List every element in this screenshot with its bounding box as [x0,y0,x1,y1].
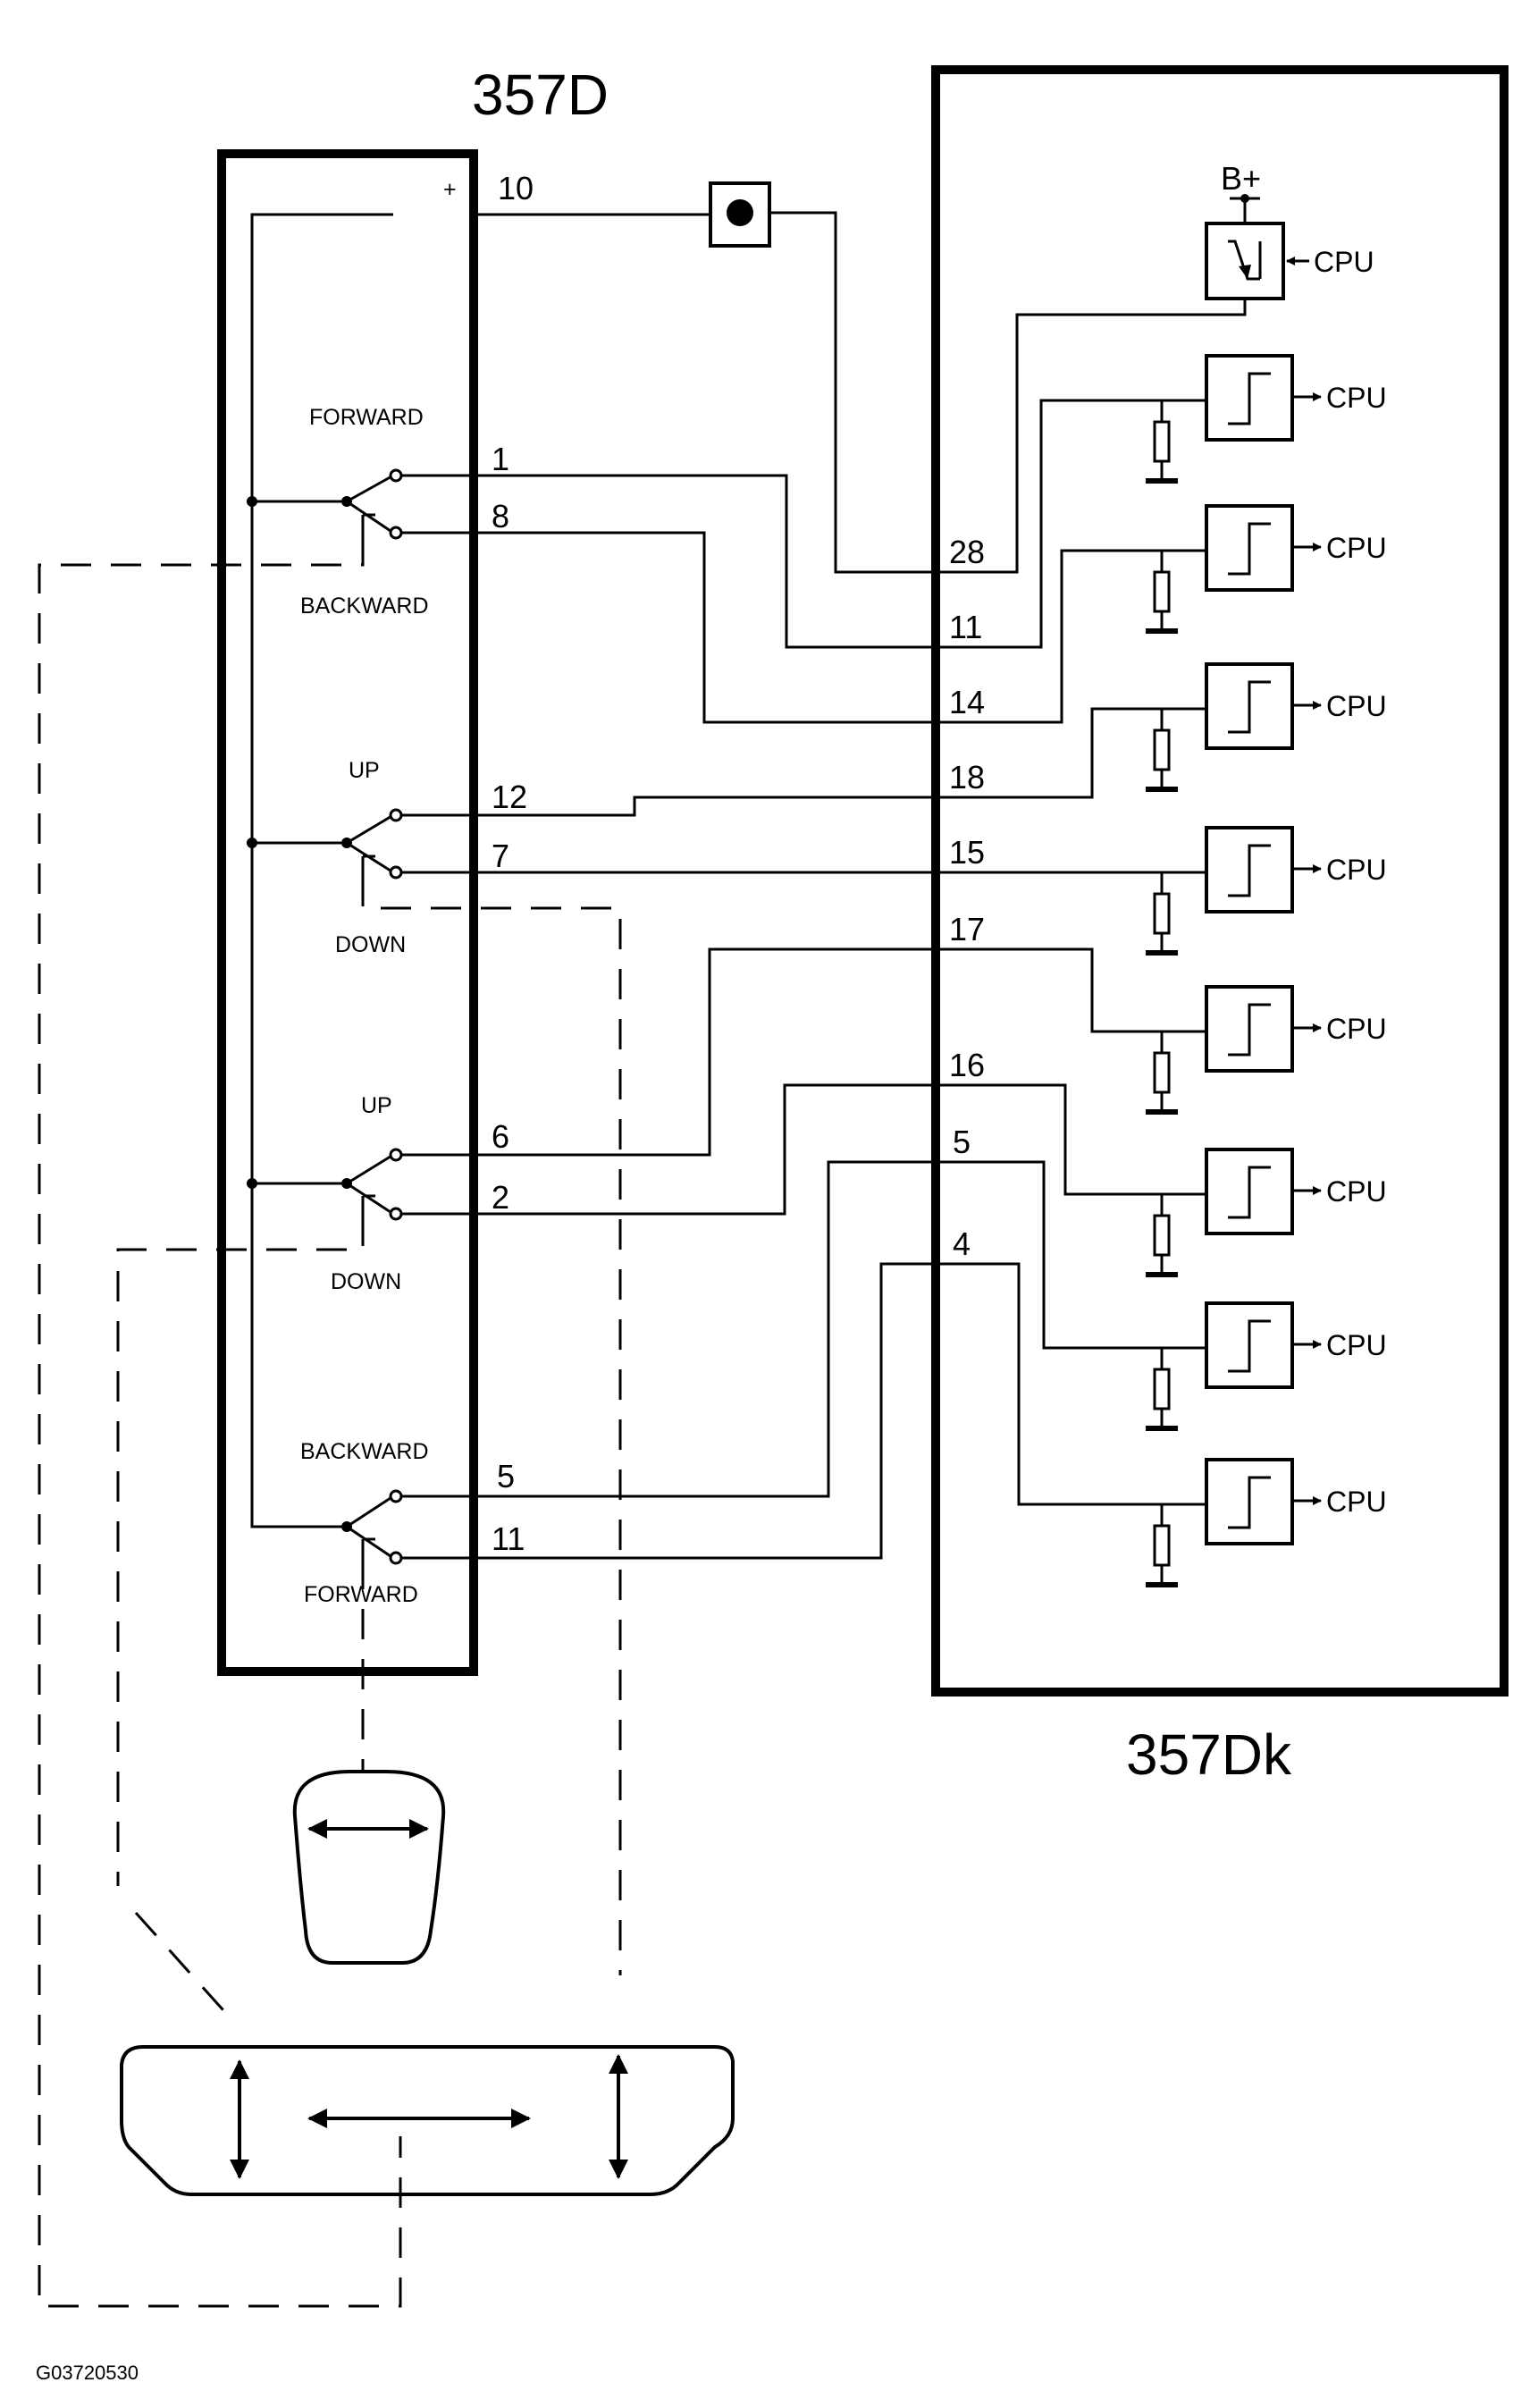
input-channel: CPU [1146,826,1387,956]
control-module-label: 357Dk [1126,1722,1292,1787]
cpu-input-label: CPU [1326,690,1387,722]
input-channel: CPU [1146,662,1387,792]
cpu-input-label: CPU [1326,1013,1387,1045]
module-pin-17: 17 [949,911,985,947]
module-pin-4: 4 [953,1225,971,1262]
cpu-input-label: CPU [1326,1486,1387,1518]
bus-junctions [247,496,257,1189]
common-bus [250,213,393,1528]
contact-points [389,468,403,1565]
label-down-2: DOWN [331,1269,401,1294]
input-channels: CPU CPU CPU CPU CPU CPU CPU CPU [1146,354,1387,1587]
input-channel: CPU [1146,1148,1387,1277]
module-pin-16: 16 [949,1047,985,1083]
switch-pin-5: 5 [497,1458,515,1494]
cpu-input-label: CPU [1326,382,1387,414]
harness-wires [401,299,1247,1560]
figure-id: G03720530 [36,2362,139,2384]
cpu-input-label: CPU [1326,532,1387,564]
switch-pin-1: 1 [492,441,509,477]
switch-module-box [217,149,478,1676]
input-channel: CPU [1146,1301,1387,1431]
switch-contacts [346,474,394,1560]
module-pin-14: 14 [949,684,985,720]
switch-pin-11: 11 [492,1520,525,1557]
module-pin-5: 5 [953,1124,971,1160]
cpu-input-label: CPU [1326,1175,1387,1208]
input-channel: CPU [1146,985,1387,1115]
cpu-input-label: CPU [1326,1329,1387,1361]
label-forward-bottom: FORWARD [304,1582,418,1607]
supply-label: B+ [1221,160,1261,197]
plus-sign: + [443,177,457,202]
switch-module-label: 357D [472,63,609,127]
module-pin-18: 18 [949,759,985,796]
control-module-box [931,65,1509,1697]
cpu-input-label: CPU [1326,854,1387,886]
switch-pin-10: 10 [498,170,534,206]
label-backward-top: BACKWARD [300,594,429,619]
label-up-2: UP [361,1093,392,1118]
input-channel: CPU [1146,1458,1387,1587]
seat-cushion-symbol [120,2045,735,2196]
switch-pin-8: 8 [492,498,509,535]
input-channel: CPU [1146,354,1387,484]
schmitt-trigger-box [1205,354,1294,442]
switch-pin-6: 6 [492,1118,509,1155]
pivot-points [341,496,352,1532]
module-pin-15: 15 [949,834,985,871]
power-driver: B+ CPU [1205,160,1374,300]
input-channel: CPU [1146,504,1387,634]
label-down-1: DOWN [335,932,406,957]
label-backward-bottom: BACKWARD [300,1439,429,1464]
label-up-1: UP [349,758,380,783]
module-pin-28: 28 [949,534,985,570]
pin10-wire [474,211,961,574]
splice-box [709,181,771,248]
mechanical-linkages [38,536,622,2308]
driver-cpu-label: CPU [1314,246,1374,278]
splice-dot [727,199,753,226]
switch-pin-2: 2 [492,1179,509,1216]
module-pin-11: 11 [949,609,982,645]
headrest-symbol [292,1770,446,1965]
switch-pin-12: 12 [492,779,527,815]
switch-pin-7: 7 [492,838,509,874]
label-forward-top: FORWARD [309,405,424,430]
